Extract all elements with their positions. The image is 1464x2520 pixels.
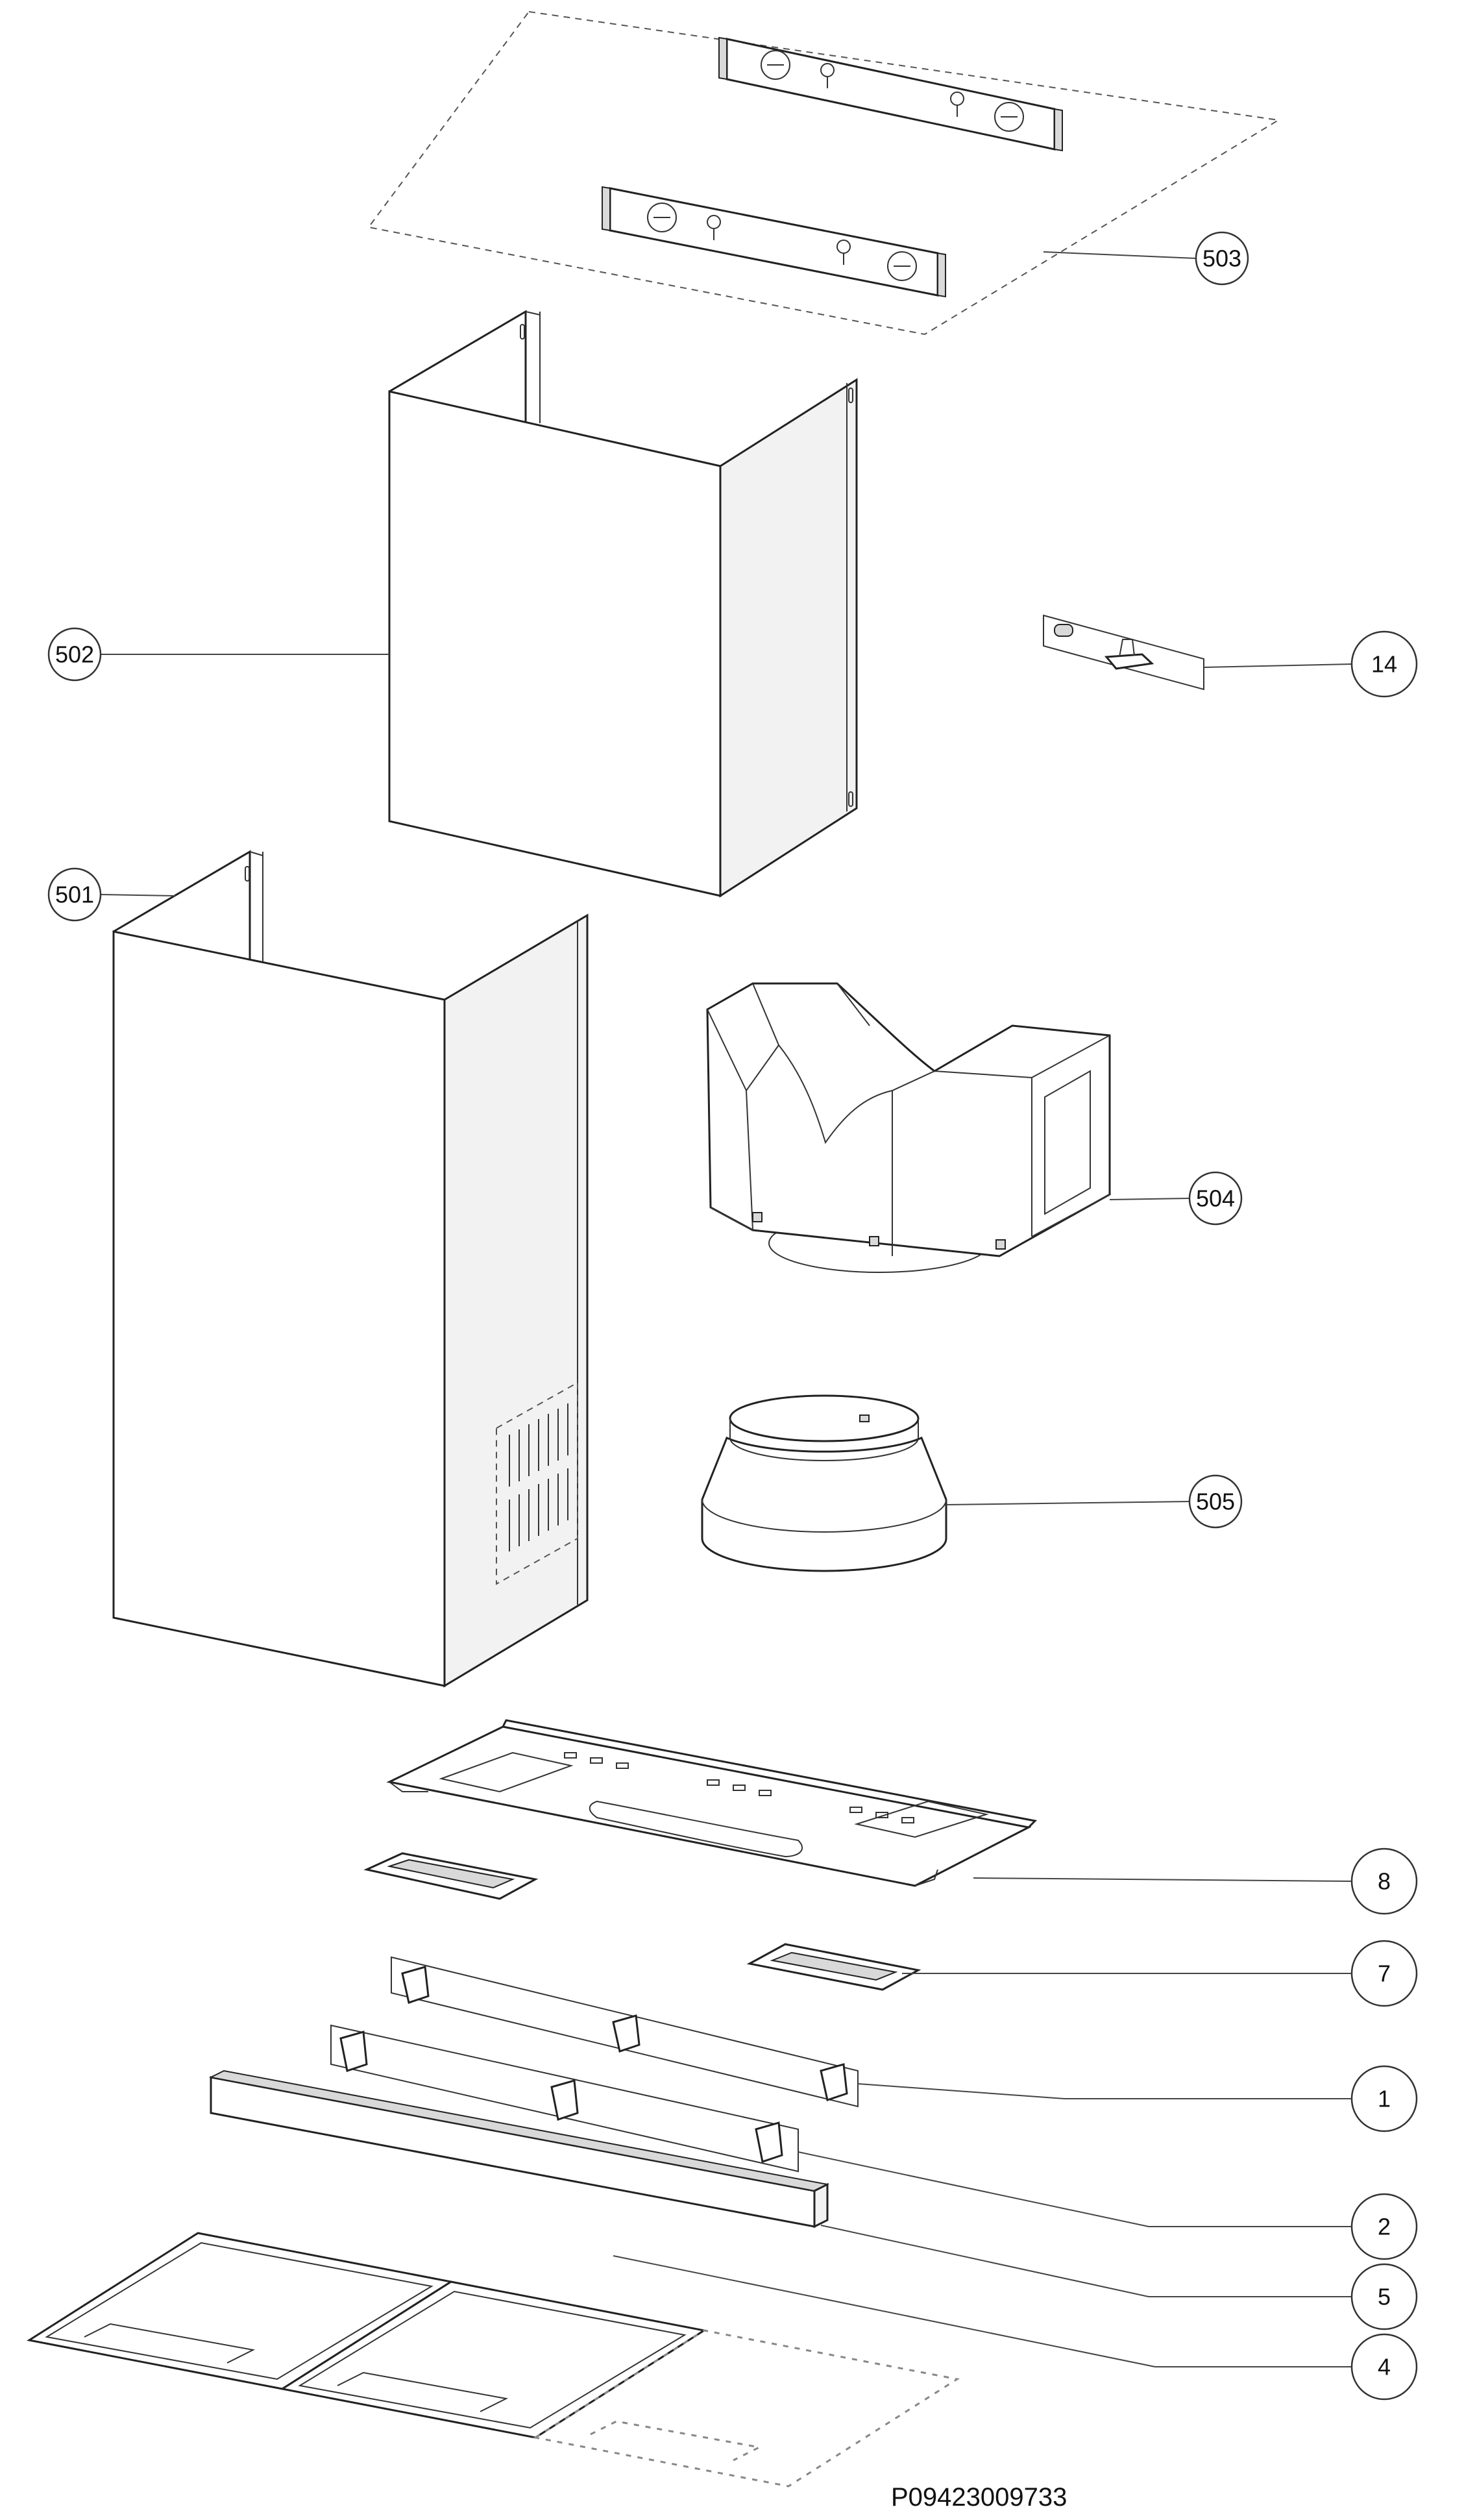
callout-7[interactable]: 7 [1350, 1940, 1418, 2007]
callout-501[interactable]: 501 [47, 867, 102, 922]
callout-503[interactable]: 503 [1195, 231, 1249, 286]
leader-lines [100, 251, 1352, 2367]
callout-502-label: 502 [55, 641, 94, 668]
callout-505-label: 505 [1196, 1489, 1235, 1515]
callout-503-label: 503 [1202, 245, 1241, 272]
part-14-fixing-clip [1043, 614, 1204, 691]
callout-1-label: 1 [1378, 2086, 1391, 2112]
part-502-upper-chimney [388, 310, 858, 898]
callout-501-label: 501 [55, 882, 94, 908]
callout-5[interactable]: 5 [1350, 2263, 1418, 2330]
part-7-lamp-holders [363, 1852, 921, 1991]
callout-504[interactable]: 504 [1188, 1171, 1243, 1226]
callout-5-label: 5 [1378, 2284, 1391, 2310]
callout-505[interactable]: 505 [1188, 1474, 1243, 1529]
part-1-clips [391, 1956, 859, 2108]
callout-8-label: 8 [1378, 1868, 1391, 1895]
callout-2-label: 2 [1378, 2214, 1391, 2240]
callout-502[interactable]: 502 [47, 627, 102, 682]
part-8-hood-frame [386, 1719, 1038, 1887]
part-503-mounting-brackets [367, 10, 1280, 336]
callout-4-label: 4 [1378, 2354, 1391, 2380]
part-4-grease-filters [27, 2232, 960, 2488]
callout-504-label: 504 [1196, 1185, 1235, 1212]
callout-7-label: 7 [1378, 1960, 1391, 1987]
part-2-brackets [330, 2024, 799, 2173]
part-5-front-strip [208, 2069, 830, 2229]
callout-4[interactable]: 4 [1350, 2333, 1418, 2401]
vent-grille [509, 1403, 568, 1551]
callout-14-label: 14 [1371, 651, 1397, 678]
callout-1[interactable]: 1 [1350, 2065, 1418, 2132]
part-505-duct-collar [701, 1394, 947, 1572]
part-501-lower-chimney [112, 850, 589, 1688]
callout-14[interactable]: 14 [1350, 630, 1418, 698]
part-504-air-deflector [706, 982, 1111, 1273]
callout-2[interactable]: 2 [1350, 2193, 1418, 2260]
drawing-reference-number: P09423009733 [891, 2483, 1067, 2512]
callout-8[interactable]: 8 [1350, 1847, 1418, 1915]
